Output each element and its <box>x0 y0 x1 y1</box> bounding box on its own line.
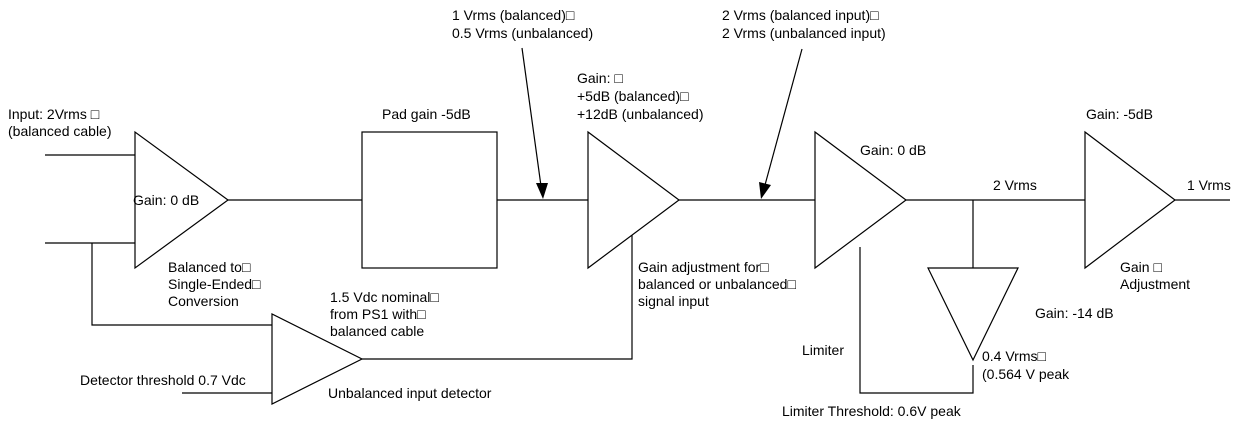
limiter-amplifier <box>814 130 908 270</box>
feedback-gain-label: Gain: -14 dB <box>1035 305 1114 321</box>
level-after-limiter-label: 2 Vrms <box>993 177 1037 193</box>
wires <box>45 154 1230 394</box>
balanced-conversion-label: Balanced to□ Single-Ended□ Conversion <box>168 259 264 309</box>
limiter-threshold-label: Limiter Threshold: 0.6V peak <box>782 403 962 419</box>
gain-adjustment-amplifier <box>1084 130 1176 270</box>
pad-box <box>361 131 498 269</box>
level-arrow-1-line <box>521 47 542 187</box>
pad-gain-label: Pad gain -5dB <box>382 106 471 122</box>
gain-adjust-note-label: Gain adjustment for□ balanced or unbalan… <box>638 259 800 309</box>
blocks <box>134 130 1176 405</box>
detector-ref-label: 1.5 Vdc nominal□ from PS1 with□ balanced… <box>330 289 443 339</box>
limiter-loop-wire <box>859 247 974 394</box>
limiter-label: Limiter <box>802 342 844 358</box>
balanced-to-single-amplifier <box>134 130 230 270</box>
detector-threshold-label: Detector threshold 0.7 Vdc <box>80 372 246 388</box>
limiter-gain-label: Gain: 0 dB <box>860 142 926 158</box>
amp2-gain-label: Gain: □ +5dB (balanced)□ +12dB (unbalanc… <box>577 70 704 122</box>
detector-sense-wire <box>91 243 272 326</box>
labels: Input: 2Vrms □ (balanced cable) Gain: 0 … <box>8 7 1231 419</box>
feedback-amplifier <box>927 267 1019 362</box>
gain-amplifier <box>587 130 681 270</box>
detector-name-label: Unbalanced input detector <box>328 385 492 401</box>
detector-output-wire <box>362 224 633 360</box>
input-label: Input: 2Vrms □ (balanced cable) <box>8 106 112 139</box>
feedback-level-label: 0.4 Vrms□ (0.564 V peak <box>982 348 1070 382</box>
level-after-pad-label: 1 Vrms (balanced)□ 0.5 Vrms (unbalanced) <box>452 7 593 41</box>
level-after-amp2-label: 2 Vrms (balanced input)□ 2 Vrms (unbalan… <box>722 7 886 41</box>
level-arrow-2-head <box>759 182 771 199</box>
gain-adjustment-final-label: Gain □ Adjustment <box>1120 259 1190 292</box>
final-gain-label: Gain: -5dB <box>1086 106 1153 122</box>
amp1-gain-label: Gain: 0 dB <box>133 192 199 208</box>
arrows <box>521 47 803 199</box>
level-arrow-2-line <box>764 48 803 186</box>
unbalanced-input-detector <box>271 313 364 405</box>
output-level-label: 1 Vrms <box>1187 177 1231 193</box>
level-arrow-1-head <box>536 183 548 199</box>
